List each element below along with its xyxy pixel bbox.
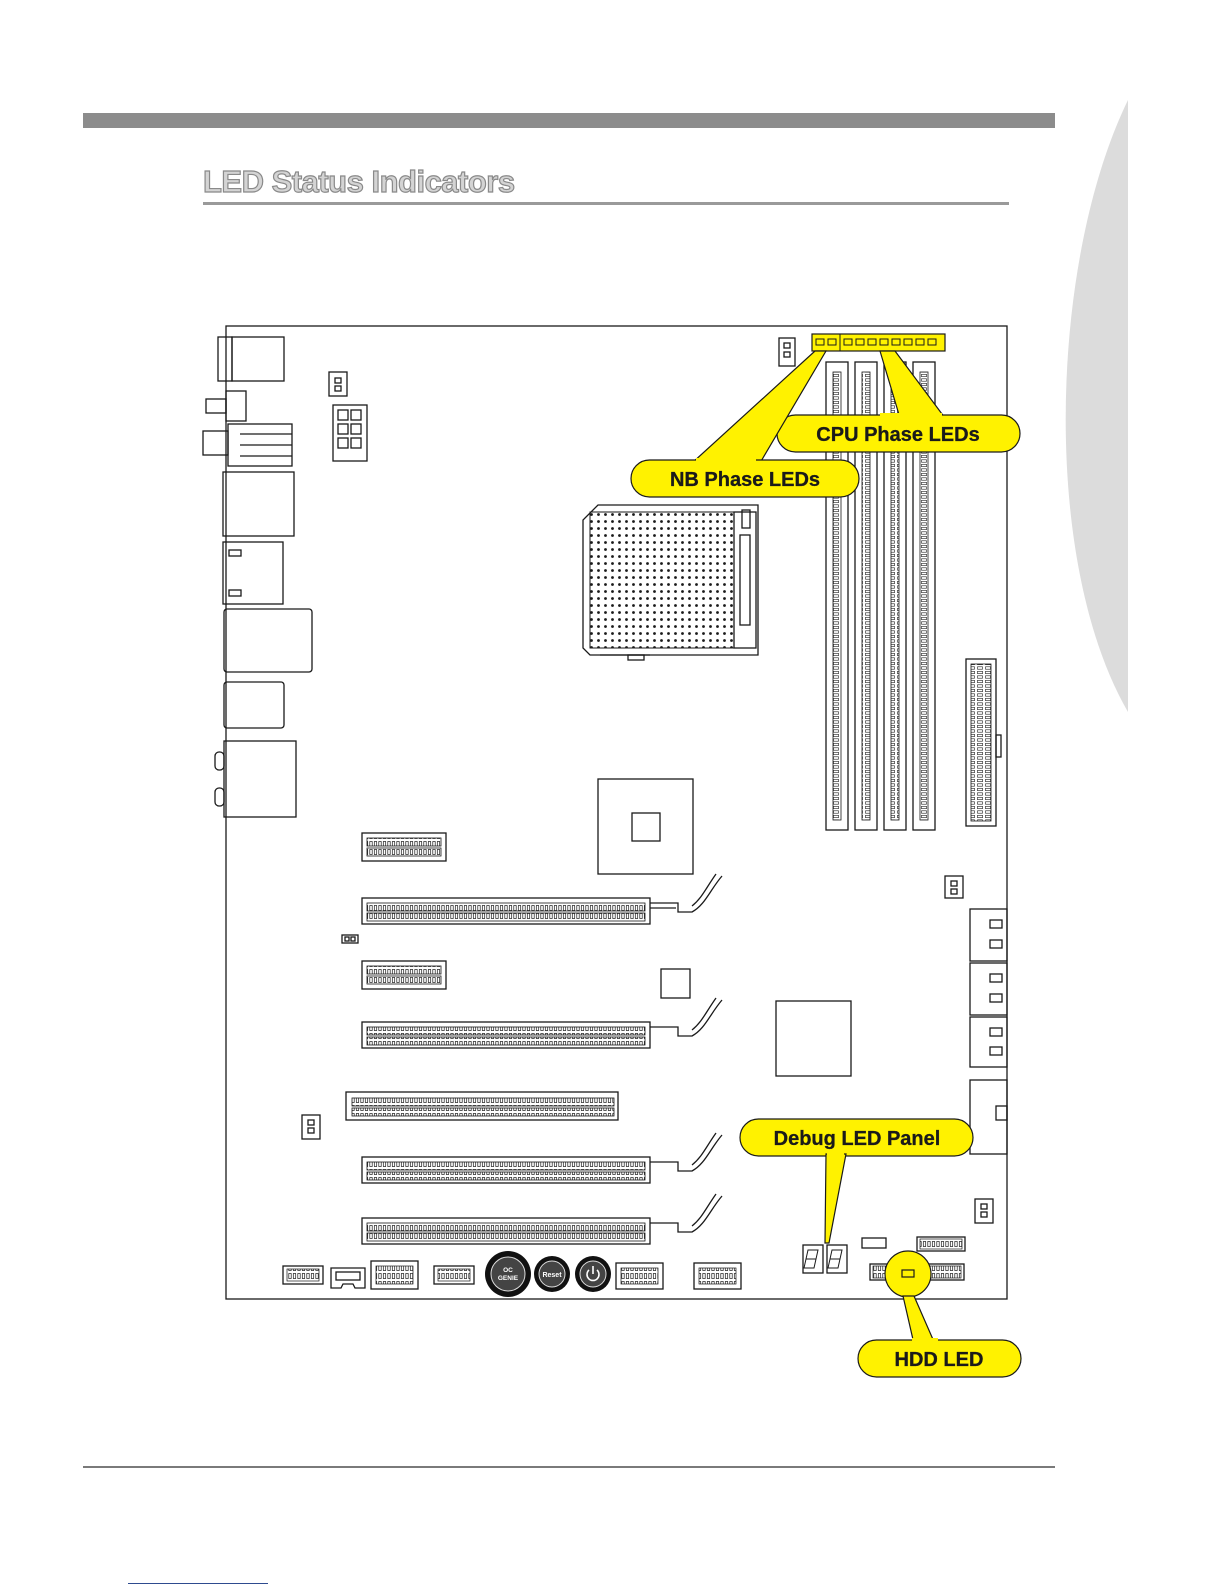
- reset-label: Reset: [542, 1272, 562, 1279]
- cpu-phase-label: CPU Phase LEDs: [816, 424, 979, 446]
- oc-genie-button: [485, 1251, 531, 1297]
- power-button: [575, 1256, 611, 1292]
- oc-genie-label-line1: OC: [503, 1267, 513, 1274]
- nb-phase-label: NB Phase LEDs: [670, 469, 820, 491]
- oc-genie-label-line2: GENIE: [498, 1275, 519, 1282]
- hdd-led-highlight: [885, 1251, 931, 1297]
- debug-led-label: Debug LED Panel: [774, 1128, 941, 1150]
- hdd-led-pointer: [903, 1296, 935, 1344]
- hdd-led-label: HDD LED: [895, 1349, 984, 1371]
- debug-led-pointer: [825, 1154, 846, 1243]
- footer-rule: [83, 1466, 1055, 1468]
- phase-led-strip: [812, 334, 945, 351]
